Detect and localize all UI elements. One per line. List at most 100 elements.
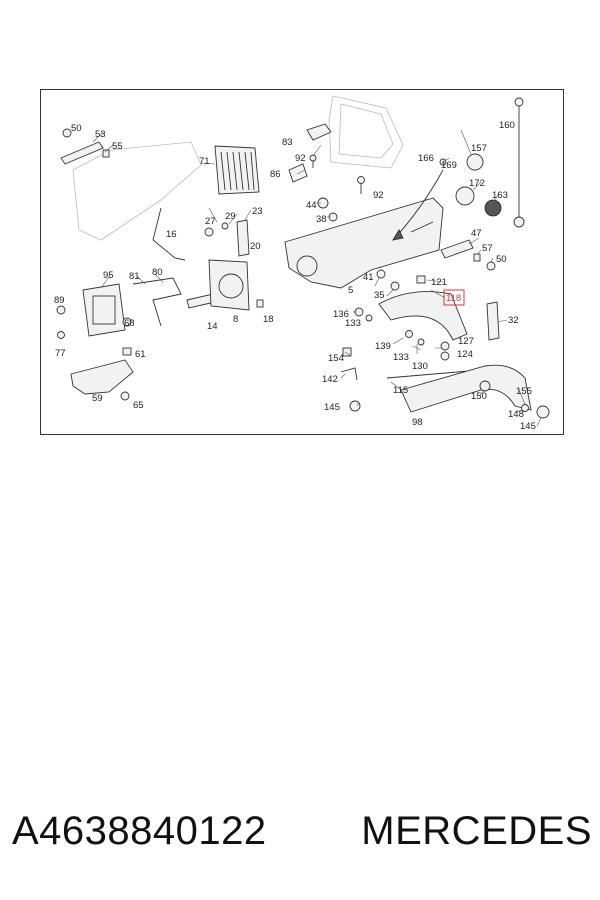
part-bolt xyxy=(62,128,72,138)
callout: 65 xyxy=(133,400,144,411)
part-washer xyxy=(405,330,413,338)
part-bolt xyxy=(122,317,132,327)
callout: 50 xyxy=(71,123,82,134)
part-bracket xyxy=(306,123,332,141)
callout: 68 xyxy=(124,318,135,329)
callout: 130 xyxy=(412,361,428,372)
callout: 8 xyxy=(233,314,238,325)
callout: 124 xyxy=(457,349,473,360)
part-ring xyxy=(455,186,475,206)
part-plate xyxy=(236,219,250,257)
part-number: A4638840122 xyxy=(12,808,267,853)
callout: 115 xyxy=(393,385,408,396)
part-bolt xyxy=(521,404,529,412)
part-washer xyxy=(417,338,425,346)
callout: 29 xyxy=(225,211,236,222)
callout: 14 xyxy=(207,321,218,332)
part-rod-end xyxy=(513,216,525,228)
callout: 47 xyxy=(471,228,482,239)
part-bolt xyxy=(57,331,65,339)
part-wheel-flare xyxy=(400,364,532,413)
callout: 27 xyxy=(205,216,216,227)
callout: 95 xyxy=(103,270,114,281)
part-plug xyxy=(479,380,491,392)
part-strips xyxy=(486,301,500,341)
part-clip xyxy=(416,275,426,284)
parts-diagram-svg: 50 53 55 71 83 92 86 92 157 160 166 169 … xyxy=(54,95,550,432)
callout: 139 xyxy=(375,341,391,352)
part-rod-knob xyxy=(514,97,524,107)
callout: 86 xyxy=(270,169,281,180)
callout: 89 xyxy=(54,295,65,306)
part-lower-trim xyxy=(70,359,134,395)
parts-diagram: 50 53 55 71 83 92 86 92 157 160 166 169 … xyxy=(40,89,564,435)
callout: 157 xyxy=(471,143,487,154)
callout: 50 xyxy=(496,254,507,265)
part-headlamp-frame xyxy=(208,259,250,311)
callout: 71 xyxy=(199,156,210,167)
part-clip xyxy=(473,253,481,262)
callout: 150 xyxy=(471,391,487,402)
part-mount-bracket xyxy=(132,277,182,327)
callout: 166 xyxy=(418,153,434,164)
product-caption: A4638840122 MERCEDES xyxy=(12,806,592,856)
callout: 57 xyxy=(482,243,493,254)
callout: 83 xyxy=(282,137,293,148)
part-arrow-head xyxy=(392,229,404,241)
callout-labels: 50 53 55 71 83 92 86 92 157 160 166 169 … xyxy=(54,120,536,432)
part-clip xyxy=(102,149,110,158)
callout: 148 xyxy=(508,409,524,420)
windshield-frame-outline xyxy=(328,95,404,169)
callout: 55 xyxy=(112,141,123,152)
callout: 154 xyxy=(328,353,344,364)
part-bolt xyxy=(56,305,66,315)
callout: 155 xyxy=(516,386,532,397)
callout: 35 xyxy=(374,290,385,301)
callout: 23 xyxy=(252,206,263,217)
callout: 133 xyxy=(345,318,361,329)
part-strip xyxy=(60,141,104,165)
part-vent xyxy=(440,239,474,259)
part-washer xyxy=(365,314,373,322)
callout: 20 xyxy=(250,241,261,252)
part-clip-bracket xyxy=(340,367,358,381)
callout: 127 xyxy=(458,336,474,347)
part-nut xyxy=(440,351,450,361)
callout: 53 xyxy=(95,129,106,140)
part-fender xyxy=(284,197,444,289)
part-mount xyxy=(288,163,308,183)
part-clip xyxy=(122,347,132,356)
part-clip xyxy=(342,347,352,357)
callout: 136 xyxy=(333,309,349,320)
callout: 61 xyxy=(135,349,146,360)
part-wheel-housing xyxy=(378,291,468,341)
callout: 80 xyxy=(152,267,163,278)
callout: 41 xyxy=(363,272,374,283)
part-clip xyxy=(256,299,264,308)
part-plug xyxy=(349,400,361,412)
callout: 32 xyxy=(508,315,519,326)
callout: 133 xyxy=(393,352,409,363)
callout: 98 xyxy=(412,417,423,428)
part-support-bar xyxy=(152,207,186,261)
part-cap xyxy=(466,153,484,171)
part-washer xyxy=(221,222,229,230)
part-screw xyxy=(390,281,400,291)
leader-lines xyxy=(92,129,542,427)
callout: 92 xyxy=(373,190,384,201)
part-grille xyxy=(214,145,260,195)
callout: 16 xyxy=(166,229,177,240)
callout: 145 xyxy=(520,421,536,432)
callout: 142 xyxy=(322,374,338,385)
body-panel-outline xyxy=(72,141,202,241)
part-lamp-housing xyxy=(82,283,126,337)
part-bolt xyxy=(376,269,386,279)
callout: 59 xyxy=(92,393,103,404)
highlight-box xyxy=(443,289,465,306)
part-screw xyxy=(120,391,130,401)
part-screw xyxy=(536,405,550,419)
callout: 92 xyxy=(295,153,306,164)
callout: 77 xyxy=(55,348,66,359)
callout: 18 xyxy=(263,314,274,325)
callout: 38 xyxy=(316,214,327,225)
